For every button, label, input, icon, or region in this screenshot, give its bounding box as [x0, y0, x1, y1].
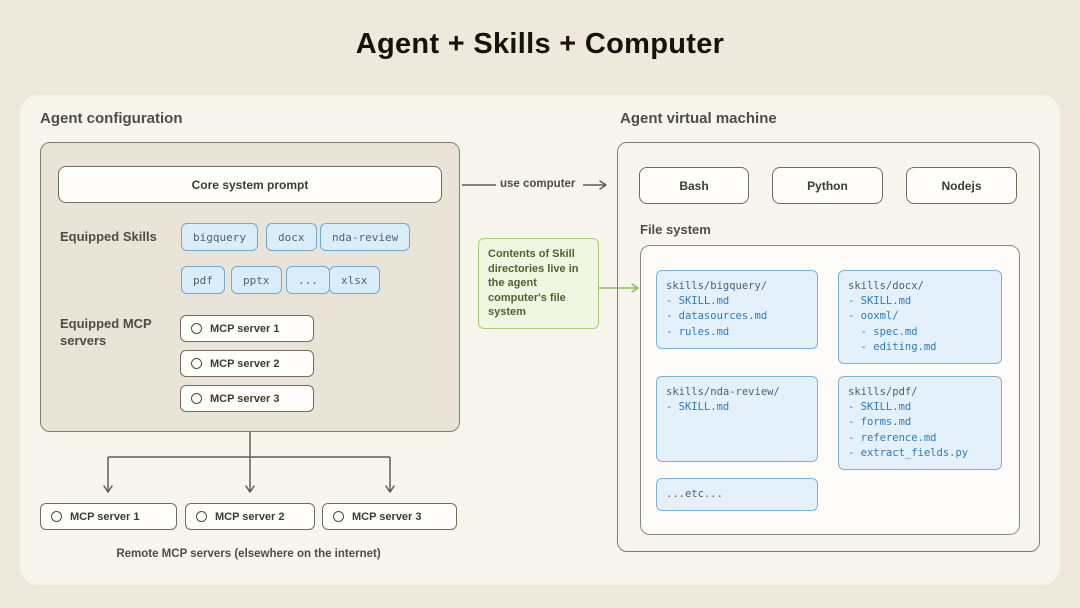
skill-chip-pdf: pdf: [181, 266, 225, 294]
remote-mcp-server-2: MCP server 2: [185, 503, 315, 530]
file-box-item: - reference.md: [848, 431, 937, 444]
runtime-box-nodejs: Nodejs: [906, 167, 1017, 204]
remote-mcp-server-label: MCP server 3: [352, 510, 422, 523]
file-box-bigquery: skills/bigquery/ - SKILL.md - datasource…: [656, 270, 818, 349]
file-box-etc: ...etc...: [656, 478, 818, 512]
file-box-header: skills/bigquery/: [666, 280, 768, 292]
file-box-item: - SKILL.md: [666, 401, 730, 414]
file-box-header: ...etc...: [666, 488, 723, 500]
file-box-item: - SKILL.md: [666, 295, 730, 308]
remote-mcp-caption: Remote MCP servers (elsewhere on the int…: [116, 548, 381, 560]
skill-chip-pptx: pptx: [231, 266, 282, 294]
server-circle-icon: [191, 358, 202, 369]
mcp-server-item-1: MCP server 1: [180, 315, 314, 342]
agent-vm-heading: Agent virtual machine: [620, 110, 777, 127]
remote-mcp-server-1: MCP server 1: [40, 503, 177, 530]
mcp-server-item-3: MCP server 3: [180, 385, 314, 412]
remote-mcp-server-3: MCP server 3: [322, 503, 457, 530]
server-circle-icon: [333, 511, 344, 522]
file-box-item: - ooxml/: [848, 310, 899, 323]
server-circle-icon: [191, 323, 202, 334]
file-box-docx: skills/docx/ - SKILL.md - ooxml/ - spec.…: [838, 270, 1002, 365]
file-box-item: - forms.md: [848, 416, 912, 429]
file-box-item: - datasources.md: [666, 310, 768, 323]
skill-chip-docx: docx: [266, 223, 317, 251]
file-box-item: - editing.md: [848, 340, 937, 353]
equipped-mcp-servers-label: Equipped MCP servers: [60, 316, 152, 348]
file-system-label: File system: [640, 222, 711, 237]
file-box-header: skills/nda-review/: [666, 386, 780, 398]
agent-configuration-heading: Agent configuration: [40, 110, 183, 127]
mcp-server-label: MCP server 1: [210, 322, 280, 335]
agent-vm-container: [617, 142, 1040, 552]
equipped-skills-label: Equipped Skills: [60, 229, 157, 244]
remote-mcp-server-label: MCP server 1: [70, 510, 140, 523]
server-circle-icon: [196, 511, 207, 522]
server-circle-icon: [191, 393, 202, 404]
skill-chip-xlsx: xlsx: [329, 266, 380, 294]
file-box-header: skills/pdf/: [848, 386, 918, 398]
skill-directories-note: Contents of Skill directories live in th…: [478, 238, 599, 329]
file-box-item: - SKILL.md: [848, 295, 912, 308]
remote-mcp-server-label: MCP server 2: [215, 510, 285, 523]
skill-chip-bigquery: bigquery: [181, 223, 258, 251]
file-box-header: skills/docx/: [848, 280, 924, 292]
mcp-server-item-2: MCP server 2: [180, 350, 314, 377]
file-box-item: - spec.md: [848, 325, 918, 338]
diagram-title: Agent + Skills + Computer: [355, 28, 725, 60]
use-computer-label: use computer: [500, 178, 576, 190]
mcp-server-label: MCP server 2: [210, 357, 280, 370]
file-box-pdf: skills/pdf/ - SKILL.md - forms.md - refe…: [838, 376, 1002, 471]
server-circle-icon: [51, 511, 62, 522]
file-box-item: - extract_fields.py: [848, 446, 969, 459]
skill-chip-ellipsis: ...: [286, 266, 330, 294]
file-box-nda-review: skills/nda-review/ - SKILL.md: [656, 376, 818, 462]
runtime-box-bash: Bash: [639, 167, 749, 204]
file-box-item: - SKILL.md: [848, 401, 912, 414]
skill-chip-nda-review: nda-review: [320, 223, 411, 251]
file-box-item: - rules.md: [666, 325, 730, 338]
core-system-prompt-box: Core system prompt: [58, 166, 442, 203]
mcp-server-label: MCP server 3: [210, 392, 280, 405]
runtime-box-python: Python: [772, 167, 883, 204]
